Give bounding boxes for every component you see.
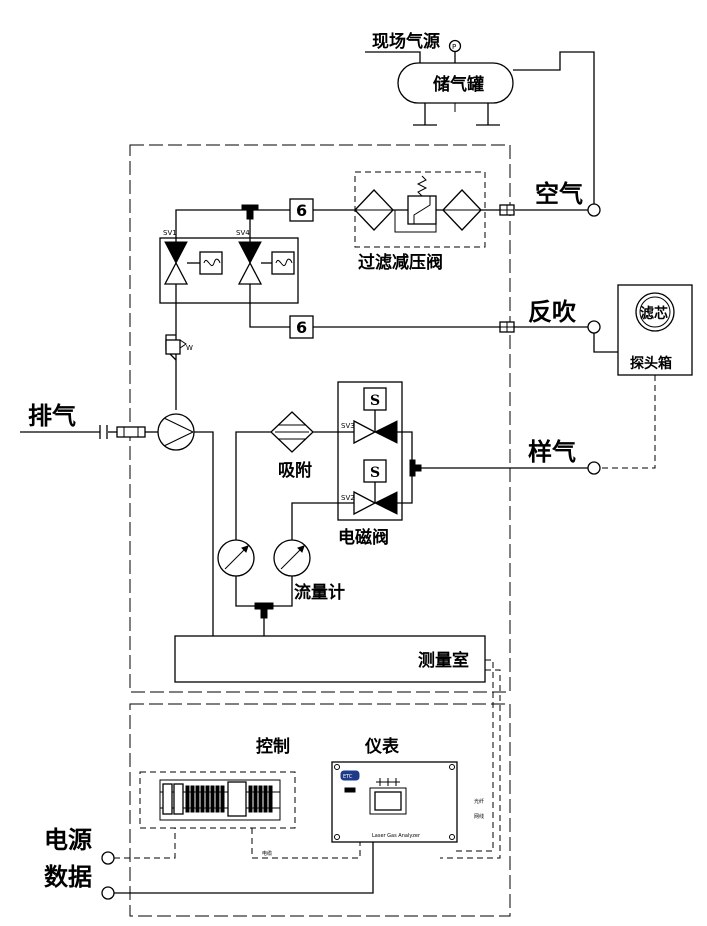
sample-gas-label: 样气 bbox=[528, 437, 576, 466]
measurement-chamber-box bbox=[174, 635, 486, 683]
orifice-top-label: 6 bbox=[296, 201, 307, 220]
right-note-2: 网线 bbox=[474, 813, 484, 820]
sv4-label: SV4 bbox=[236, 229, 250, 237]
filter-regulator-label: 过滤减压阀 bbox=[358, 252, 443, 273]
adsorption-label: 吸附 bbox=[278, 460, 312, 481]
regulator-w-label: W bbox=[186, 344, 193, 352]
measurement-chamber-label: 测量室 bbox=[418, 650, 469, 671]
flow-meter-left-icon bbox=[217, 539, 255, 577]
filter-core-icon bbox=[635, 292, 675, 332]
instrument-label: 仪表 bbox=[364, 736, 400, 757]
control-din-rail-icon bbox=[159, 779, 281, 821]
probe-box-label: 探头箱 bbox=[630, 355, 672, 372]
relief-valve-icon bbox=[165, 334, 187, 361]
site-air-source-label: 现场气源 bbox=[372, 31, 440, 52]
tank-pressure-gauge-icon bbox=[448, 39, 462, 53]
exhaust-bulkhead-fitting-icon bbox=[116, 426, 146, 438]
blowback-label: 反吹 bbox=[528, 297, 576, 326]
instrument-panel-box bbox=[331, 761, 458, 843]
flow-meter-right-icon bbox=[273, 539, 311, 577]
sv1-valve-icon bbox=[163, 241, 223, 285]
filter-core-label: 滤芯 bbox=[640, 305, 668, 322]
orifice-bottom-label: 6 bbox=[296, 318, 307, 337]
instrument-logo-text: ETC bbox=[343, 774, 353, 780]
cable-label: 电缆 bbox=[262, 850, 272, 857]
filter-left-icon bbox=[354, 189, 394, 231]
tee-fitting-flow-icon bbox=[254, 602, 274, 619]
electrical-cabinet-boundary bbox=[129, 703, 511, 917]
analysis-cabinet-boundary bbox=[129, 144, 511, 693]
instrument-logo-badge bbox=[340, 770, 360, 781]
power-label: 电源 bbox=[44, 825, 92, 854]
air-bulkhead-fitting-icon bbox=[499, 204, 515, 216]
sv3-label: SV3 bbox=[341, 422, 355, 430]
control-label: 控制 bbox=[256, 736, 290, 757]
air-port-icon bbox=[587, 203, 601, 217]
blowback-bulkhead-fitting-icon bbox=[499, 321, 515, 333]
sv1-sv4-valve-block bbox=[159, 237, 299, 304]
flow-meter-label: 流量计 bbox=[294, 582, 345, 603]
blowback-port-icon bbox=[587, 320, 601, 334]
sv3-solenoid-symbol: S bbox=[370, 393, 380, 409]
pressure-regulator-icon bbox=[394, 175, 437, 233]
solenoid-valve-label: 电磁阀 bbox=[338, 527, 389, 548]
control-module-boundary bbox=[139, 771, 296, 829]
sv4-valve-icon bbox=[237, 241, 295, 285]
sv3-valve-icon bbox=[353, 387, 398, 445]
sample-gas-port-icon bbox=[587, 461, 601, 475]
sv1-label: SV1 bbox=[163, 229, 177, 237]
right-note-1: 光纤 bbox=[474, 798, 484, 805]
sv2-label: SV2 bbox=[341, 494, 355, 502]
data-port-icon bbox=[101, 886, 115, 900]
tee-fitting-top-icon bbox=[241, 204, 259, 220]
storage-tank-label: 储气罐 bbox=[433, 74, 484, 95]
instrument-display-icon bbox=[369, 778, 407, 815]
instrument-indicator-icon bbox=[344, 787, 356, 793]
exhaust-silencer-icon bbox=[99, 425, 108, 439]
filter-right-icon bbox=[442, 189, 482, 231]
pressure-mark: P bbox=[452, 43, 456, 51]
instrument-model-text: Laser Gas Analyzer bbox=[372, 833, 421, 839]
sv2-valve-icon bbox=[353, 459, 398, 516]
sv2-solenoid-symbol: S bbox=[370, 465, 380, 481]
data-label: 数据 bbox=[44, 862, 92, 891]
tee-fitting-sample-icon bbox=[409, 459, 422, 477]
sv3-sv2-valve-block bbox=[337, 381, 403, 521]
power-port-icon bbox=[101, 851, 115, 865]
adsorption-filter-icon bbox=[270, 411, 314, 453]
exhaust-label: 排气 bbox=[28, 401, 76, 430]
pump-icon bbox=[157, 413, 195, 451]
air-label: 空气 bbox=[535, 179, 583, 208]
